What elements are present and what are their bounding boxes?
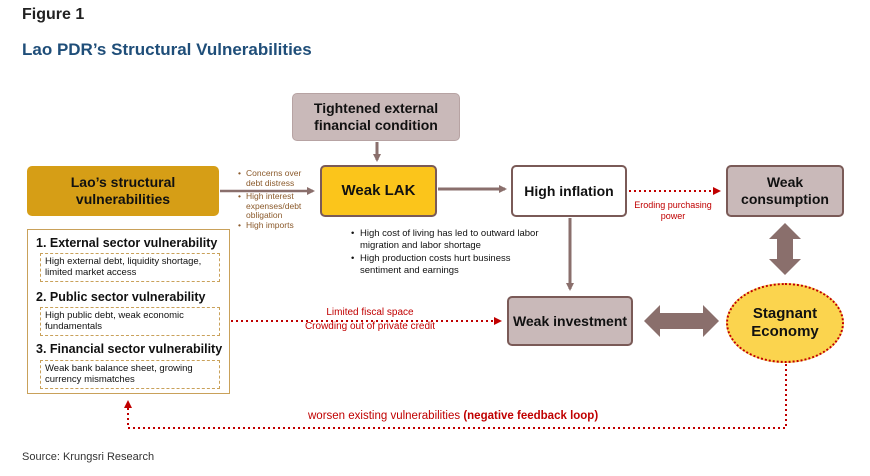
lak-effect-production-costs: High production costs hurt business sent… [351,253,541,278]
vuln-heading-financial: 3. Financial sector vulnerability [36,342,223,356]
eroding-purchasing-power-label: Eroding purchasing power [634,200,712,221]
node-structural-vulnerabilities: Lao’s structural vulnerabilities [27,166,219,216]
node-weak-consumption-label: Weak consumption [741,174,829,207]
node-stagnant-economy-label: Stagnant Economy [751,305,819,340]
note-high-imports: High imports [238,220,320,231]
source-note: Source: Krungsri Research [22,451,155,463]
node-weak-investment-label: Weak investment [512,312,628,329]
vuln-heading-public: 2. Public sector vulnerability [36,290,206,304]
vuln-detail-external: High external debt, liquidity shortage, … [40,253,220,282]
node-weak-consumption: Weak consumption [726,165,844,217]
structural-to-lak-notes: Concerns over debt distress High interes… [238,168,320,231]
double-arrow-consumption-stagnant [769,223,801,275]
vulnerabilities-panel: 1. External sector vulnerability High ex… [27,229,230,394]
node-tightened-financial-condition: Tightened external financial condition [292,93,460,141]
fiscal-note-limited-space: Limited fiscal space [326,307,414,318]
node-weak-investment: Weak investment [507,296,633,346]
node-tightened-label: Tightened external financial condition [313,100,439,133]
vuln-detail-public: High public debt, weak economic fundamen… [40,307,220,336]
node-structural-label: Lao’s structural vulnerabilities [70,174,176,207]
note-debt-distress: Concerns over debt distress [238,168,320,188]
lak-effects-list: High cost of living has led to outward l… [351,228,541,277]
feedback-loop-bold: (negative feedback loop) [463,410,599,422]
fiscal-notes: Limited fiscal space Crowding out of pri… [285,306,455,333]
figure-label: Figure 1 [22,6,85,23]
node-stagnant-economy: Stagnant Economy [726,283,844,363]
feedback-loop-label: worsen existing vulnerabilities (negativ… [308,410,598,422]
fiscal-note-crowding-out: Crowding out of private credit [304,320,436,332]
vuln-detail-financial: Weak bank balance sheet, growing currenc… [40,360,220,389]
vuln-heading-external: 1. External sector vulnerability [36,236,218,250]
double-arrow-investment-stagnant [644,305,719,337]
note-interest-expenses: High interest expenses/debt obligation [238,191,320,221]
feedback-loop-text: worsen existing vulnerabilities [308,410,464,422]
node-weak-lak: Weak LAK [320,165,437,217]
node-high-inflation-label: High inflation [524,182,614,199]
lak-effect-cost-of-living: High cost of living has led to outward l… [351,228,541,253]
diagram-title: Lao PDR’s Structural Vulnerabilities [22,40,312,59]
feedback-loop-path [124,364,787,429]
node-high-inflation: High inflation [511,165,627,217]
node-weak-lak-label: Weak LAK [341,182,416,199]
